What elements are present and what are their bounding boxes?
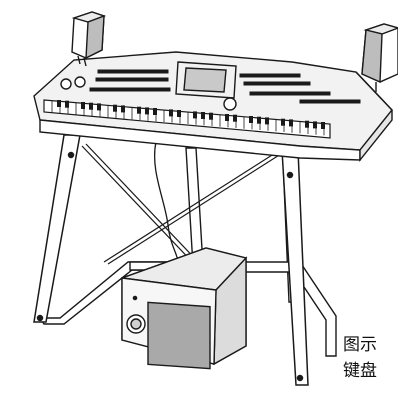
subwoofer-icon — [121, 247, 248, 370]
keyboard-keys — [43, 99, 331, 139]
stand-cross-brace — [81, 143, 285, 269]
satellite-speaker-icon — [71, 11, 107, 67]
satellite-speaker-icon — [361, 23, 398, 92]
caption-line-1: 图示 — [343, 335, 377, 355]
caption: 图示 键盘 — [343, 332, 398, 384]
caption-line-2: 键盘 — [343, 361, 377, 381]
cable-icon — [154, 141, 179, 263]
